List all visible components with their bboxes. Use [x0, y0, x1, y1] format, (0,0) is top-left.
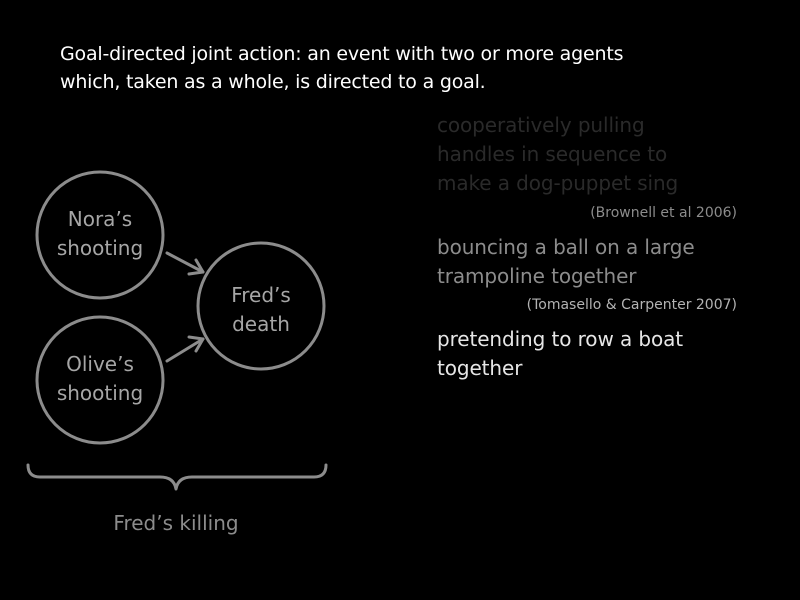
- example-2-line-2: trampoline together: [437, 264, 637, 288]
- citation-brownell: (Brownell et al 2006): [590, 205, 737, 221]
- curly-brace: [26, 463, 328, 491]
- node-nora-label-2: shooting: [57, 236, 143, 260]
- node-olive-circle: [35, 315, 165, 445]
- citation-tomasello: (Tomasello & Carpenter 2007): [526, 297, 737, 313]
- example-3-line-1: pretending to row a boat: [437, 327, 683, 351]
- title-line-2: which, taken as a whole, is directed to …: [60, 71, 486, 93]
- example-1-line-2: handles in sequence to: [437, 142, 668, 166]
- example-1-line-1: cooperatively pulling: [437, 113, 645, 137]
- example-2-line-1: bouncing a ball on a large: [437, 235, 695, 259]
- title-line-1: Goal-directed joint action: an event wit…: [60, 43, 624, 65]
- example-3-line-2: together: [437, 356, 523, 380]
- arrow-nora-to-fred: [165, 251, 205, 276]
- example-1-line-3: make a dog-puppet sing: [437, 171, 679, 195]
- example-trampoline: bouncing a ball on a large trampoline to…: [437, 233, 695, 291]
- example-dog-puppet: cooperatively pulling handles in sequenc…: [437, 111, 678, 198]
- slide-title: Goal-directed joint action: an event wit…: [60, 40, 760, 96]
- node-olive-label-2: shooting: [57, 381, 143, 405]
- brace-label: Fred’s killing: [113, 511, 238, 535]
- arrow-olive-to-fred: [165, 335, 205, 363]
- node-olive-label-1: Olive’s: [66, 352, 134, 376]
- node-fred-label-2: death: [232, 312, 290, 336]
- node-nora-label-1: Nora’s: [68, 207, 132, 231]
- node-fred-label-1: Fred’s: [231, 283, 291, 307]
- node-nora-circle: [35, 170, 165, 300]
- node-fred-circle: [196, 241, 326, 371]
- example-row-boat: pretending to row a boat together: [437, 325, 683, 383]
